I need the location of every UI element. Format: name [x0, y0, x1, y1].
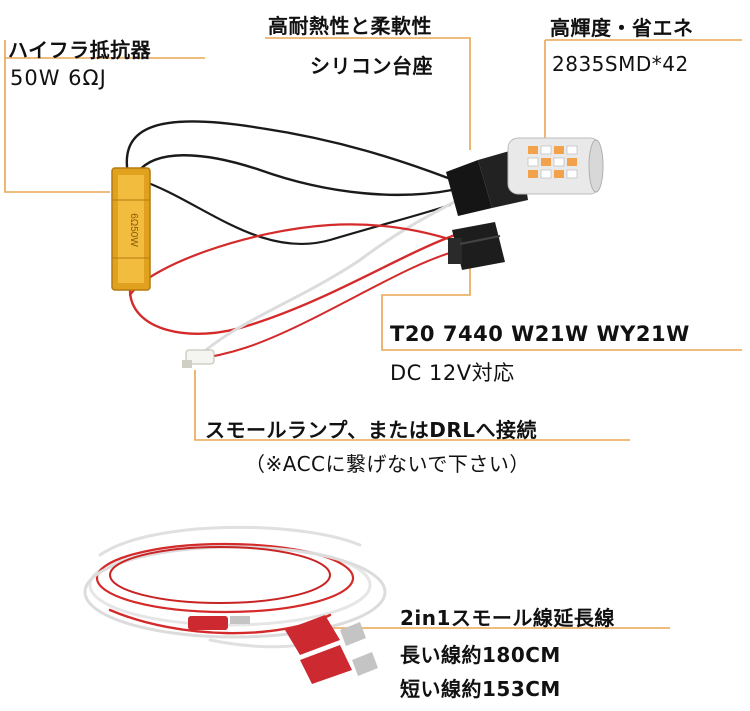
- red-wire-lower: [128, 233, 457, 336]
- callout-line-heat: [265, 37, 471, 150]
- brightness-title: 高輝度・省エネ: [550, 16, 694, 40]
- extension-long-length: 長い線約180CM: [400, 643, 561, 667]
- connect-instruction: スモールランプ、またはDRLへ接続: [205, 418, 538, 442]
- callout-line-connect: [194, 370, 630, 441]
- black-wire-inner: [138, 178, 452, 246]
- connect-warning: （※ACCに繋げないで下さい）: [245, 452, 530, 476]
- callout-line-socket: [381, 250, 742, 351]
- white-wire: [198, 198, 460, 357]
- spade-terminals: [188, 615, 378, 684]
- small-connector: [182, 349, 215, 368]
- heat-subtitle: シリコン台座: [310, 54, 433, 78]
- extension-harness: [83, 525, 387, 649]
- heat-title: 高耐熱性と柔軟性: [268, 14, 432, 38]
- socket-spec: T20 7440 W21W WY21W: [390, 322, 690, 346]
- resistor: 6Ω50W: [111, 167, 151, 291]
- resistor-title: ハイフラ抵抗器: [8, 38, 152, 62]
- callout-line-brightness: [544, 39, 742, 150]
- black-wire-top: [125, 120, 450, 180]
- red-wire-upper: [128, 223, 454, 297]
- extension-short-length: 短い線約153CM: [400, 677, 561, 701]
- callout-line-resistor: [4, 40, 110, 193]
- led-bulb: [446, 137, 604, 216]
- callout-lines: [4, 37, 742, 629]
- black-wire-mid: [136, 154, 454, 197]
- extension-title: 2in1スモール線延長線: [400, 606, 615, 630]
- wires: [125, 120, 461, 361]
- red-wire-connector: [189, 249, 461, 361]
- led-chips: [527, 145, 578, 179]
- resistor-spec: 50W 6ΩJ: [10, 66, 107, 90]
- t20-socket: [448, 222, 505, 270]
- resistor-engraving: 6Ω50W: [128, 213, 139, 247]
- socket-voltage: DC 12V対応: [390, 361, 515, 385]
- brightness-subtitle: 2835SMD*42: [552, 52, 689, 76]
